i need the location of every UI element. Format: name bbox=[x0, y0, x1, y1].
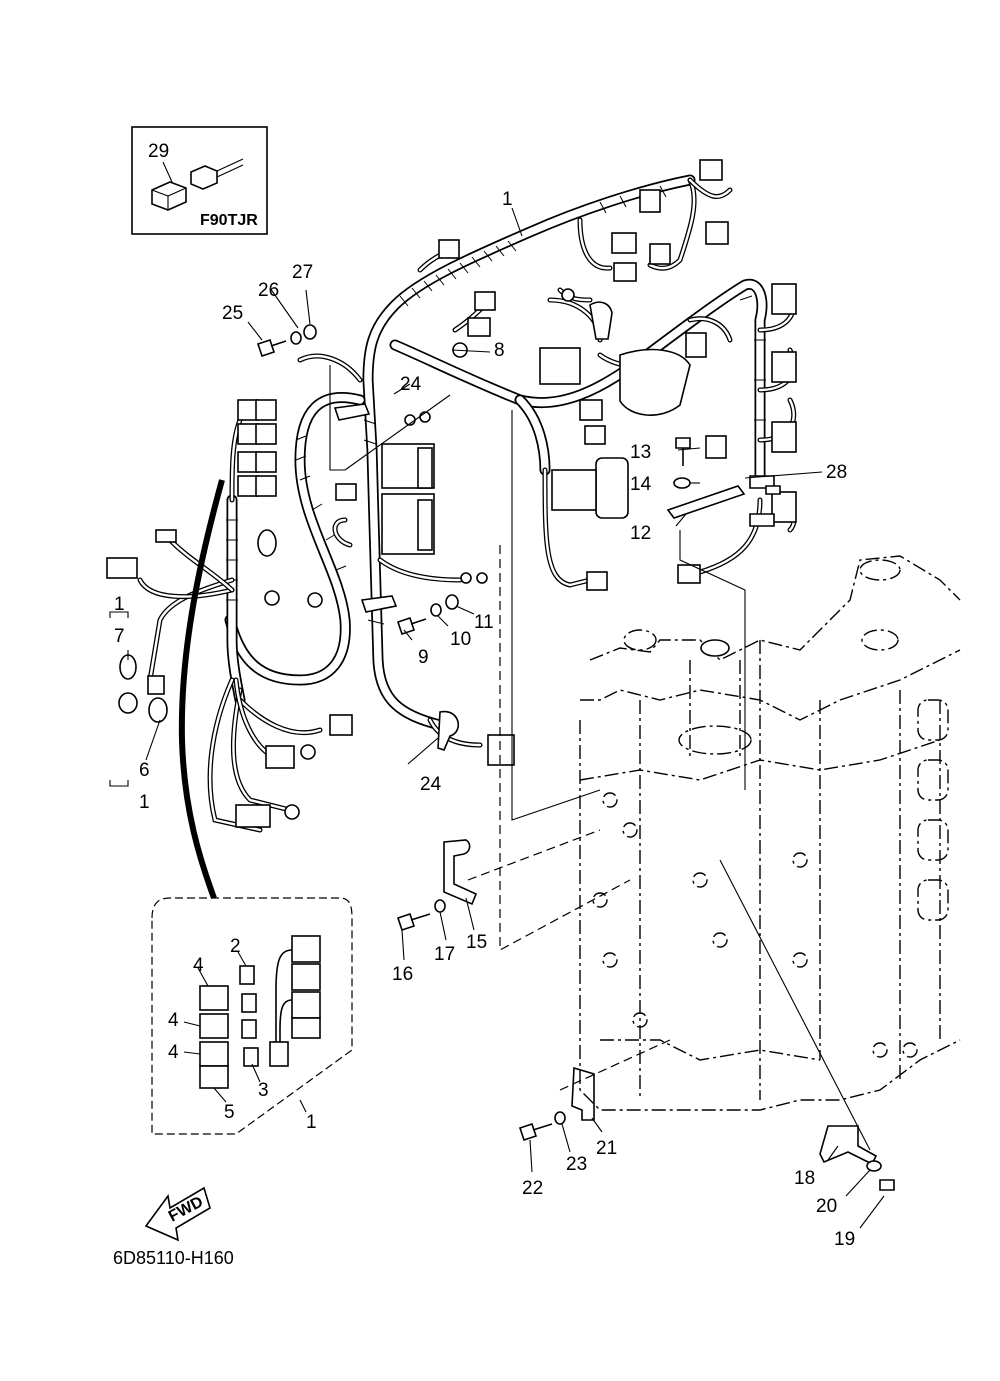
relay-callout-4a: 4 bbox=[193, 955, 204, 976]
harness-connectors bbox=[106, 159, 797, 828]
callout-26: 26 bbox=[258, 280, 279, 301]
callout-10: 10 bbox=[450, 629, 471, 650]
inset-box: 29 F90TJR bbox=[131, 126, 268, 235]
callout-9: 9 bbox=[418, 647, 429, 668]
diagram-code: 6D85110-H160 bbox=[113, 1248, 234, 1268]
relay-callout-4b: 4 bbox=[168, 1010, 179, 1031]
callout-11: 11 bbox=[474, 612, 494, 633]
callout-24-top: 24 bbox=[400, 374, 422, 395]
callout-15: 15 bbox=[466, 932, 487, 953]
callout-21: 21 bbox=[596, 1138, 617, 1159]
callout-28: 28 bbox=[826, 462, 847, 483]
callout-27: 27 bbox=[292, 262, 313, 283]
callout-1: 1 bbox=[502, 189, 513, 210]
callout-18: 18 bbox=[794, 1168, 815, 1189]
relay-box bbox=[151, 479, 353, 1135]
callout-17: 17 bbox=[434, 944, 455, 965]
callout-19: 19 bbox=[834, 1229, 855, 1250]
engine-block-outline bbox=[579, 555, 961, 1111]
callout-14: 14 bbox=[630, 474, 652, 495]
callout-12: 12 bbox=[630, 523, 651, 544]
callout-8: 8 bbox=[494, 340, 505, 361]
relay-callout-4c: 4 bbox=[168, 1042, 179, 1063]
callout-labels: 1 1 7 6 1 8 9 10 11 12 13 14 15 16 17 18… bbox=[114, 189, 855, 1250]
callout-29: 29 bbox=[148, 141, 169, 162]
callout-6: 6 bbox=[139, 760, 150, 781]
callout-16: 16 bbox=[392, 964, 413, 985]
callout-20: 20 bbox=[816, 1196, 837, 1217]
callout-7: 7 bbox=[114, 626, 125, 647]
fwd-arrow-icon: FWD bbox=[144, 1186, 211, 1242]
callout-24-bottom: 24 bbox=[420, 774, 442, 795]
callout-25: 25 bbox=[222, 303, 243, 324]
fasteners bbox=[256, 324, 895, 1191]
callout-13: 13 bbox=[630, 442, 651, 463]
model-label: F90TJR bbox=[200, 212, 258, 229]
leader-lines bbox=[109, 287, 885, 1229]
callout-23: 23 bbox=[566, 1154, 587, 1175]
callout-1-left-bottom: 1 bbox=[139, 792, 150, 813]
callout-1-left-top: 1 bbox=[114, 594, 125, 615]
relay-callout-5: 5 bbox=[224, 1102, 235, 1123]
relay-callout-2: 2 bbox=[230, 936, 241, 957]
relay-callout-3: 3 bbox=[258, 1080, 269, 1101]
callout-22: 22 bbox=[522, 1178, 543, 1199]
connector-icon bbox=[151, 158, 244, 211]
relay-callout-1: 1 bbox=[306, 1112, 317, 1133]
